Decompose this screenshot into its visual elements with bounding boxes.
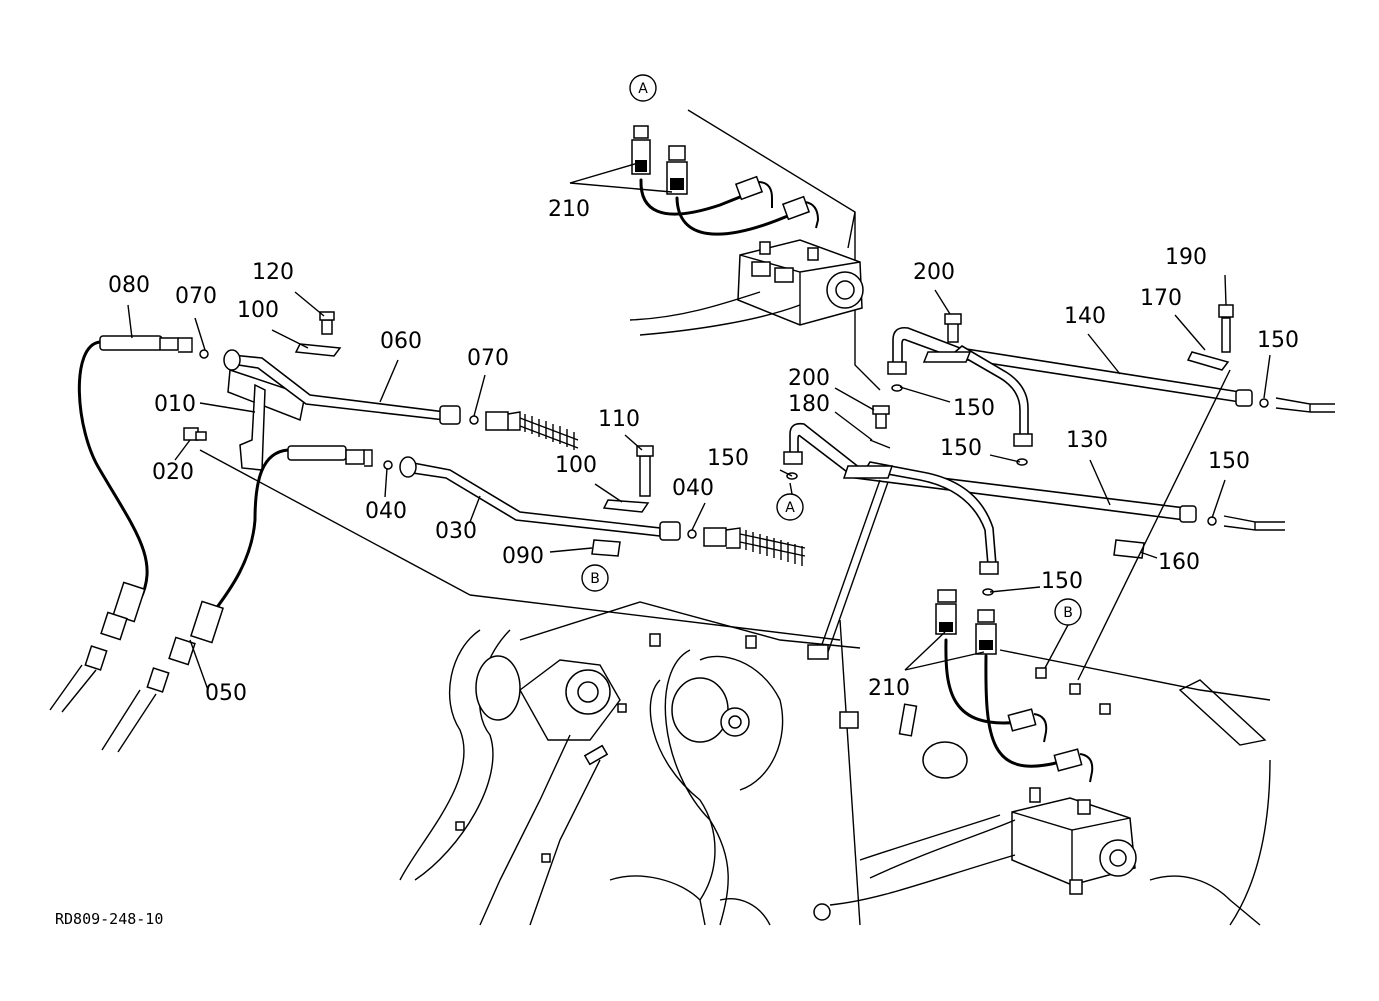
svg-text:B: B: [1063, 605, 1073, 621]
callout-200-top: 200: [913, 260, 955, 285]
callout-150-top-right: 150: [1257, 328, 1299, 353]
callout-150-center: 150: [940, 436, 982, 461]
callout-100-upper: 100: [237, 298, 279, 323]
callout-120: 120: [252, 260, 294, 285]
callout-070-mid: 070: [467, 346, 509, 371]
callout-ref-a-mid: A: [776, 493, 804, 521]
callout-040-right: 040: [672, 476, 714, 501]
callout-150-mid: 150: [953, 396, 995, 421]
callout-140: 140: [1064, 304, 1106, 329]
svg-text:A: A: [638, 81, 648, 97]
left-pipe-assembly: [49, 311, 806, 753]
callout-060: 060: [380, 329, 422, 354]
callout-210-bottom: 210: [868, 676, 910, 701]
callout-100-lower: 100: [555, 453, 597, 478]
callout-150-right: 150: [1208, 449, 1250, 474]
callout-160: 160: [1158, 550, 1200, 575]
callout-ref-b-left: B: [581, 564, 609, 592]
callout-labels: A 210 080 070 120 100 060 070 010 020 11…: [108, 74, 1299, 706]
leader-lines: [127, 162, 1271, 691]
callout-110: 110: [598, 407, 640, 432]
callout-170: 170: [1140, 286, 1182, 311]
callout-030: 030: [435, 519, 477, 544]
right-pipe-assembly: [783, 304, 1335, 681]
top-control-valve-assembly: [629, 109, 881, 391]
callout-040-left: 040: [365, 499, 407, 524]
callout-200-mid: 200: [788, 366, 830, 391]
callout-180: 180: [788, 392, 830, 417]
callout-050: 050: [205, 681, 247, 706]
bottom-control-valve-assembly: [829, 589, 1137, 906]
callout-150-left: 150: [707, 446, 749, 471]
callout-090: 090: [502, 544, 544, 569]
callout-ref-b-right: B: [1054, 598, 1082, 626]
drawing-code: RD809-248-10: [55, 910, 163, 928]
machine-frame: [199, 449, 1271, 926]
callout-070-left: 070: [175, 284, 217, 309]
callout-010: 010: [154, 392, 196, 417]
callout-190: 190: [1165, 245, 1207, 270]
callout-150-lower: 150: [1041, 569, 1083, 594]
svg-text:B: B: [590, 571, 600, 587]
svg-text:A: A: [785, 500, 795, 516]
callout-130: 130: [1066, 428, 1108, 453]
callout-080: 080: [108, 273, 150, 298]
callout-020: 020: [152, 460, 194, 485]
callout-ref-a-top: A: [629, 74, 657, 102]
callout-210-top: 210: [548, 197, 590, 222]
